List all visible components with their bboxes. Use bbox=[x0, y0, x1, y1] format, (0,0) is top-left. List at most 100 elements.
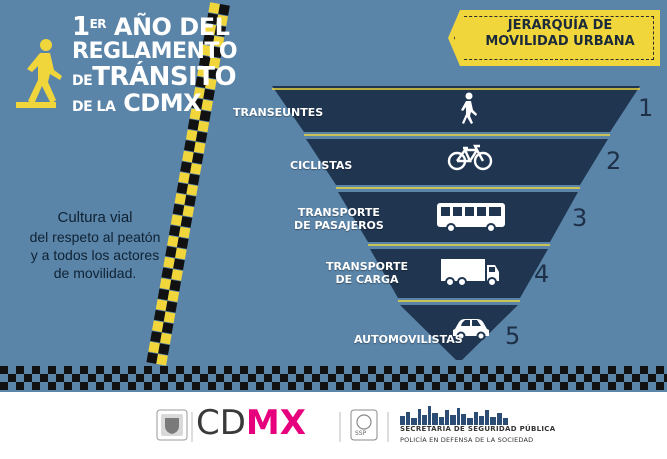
road-square bbox=[600, 374, 608, 382]
stripe-square bbox=[148, 341, 160, 354]
road-square bbox=[0, 366, 8, 374]
road-square bbox=[408, 374, 416, 382]
road-square bbox=[432, 366, 440, 374]
road-square bbox=[240, 366, 248, 374]
road-square bbox=[112, 382, 120, 390]
road-square bbox=[40, 374, 48, 382]
stripe-square bbox=[199, 55, 211, 67]
road-square bbox=[624, 382, 632, 390]
stripe-square bbox=[191, 152, 204, 165]
stripe-square bbox=[204, 23, 217, 36]
title-line3-prefix: DE bbox=[72, 73, 93, 89]
road-square bbox=[432, 382, 440, 390]
level-4-number: 4 bbox=[534, 260, 550, 288]
road-square bbox=[480, 366, 488, 374]
road-square bbox=[176, 382, 184, 390]
level-2-label: CICLISTAS bbox=[290, 159, 353, 172]
stripe-square bbox=[200, 44, 213, 57]
title-number: 1 bbox=[72, 12, 90, 42]
road-square bbox=[32, 366, 40, 374]
road-square bbox=[312, 374, 320, 382]
stripe-square bbox=[197, 65, 209, 78]
road-square bbox=[288, 382, 296, 390]
road-square bbox=[400, 366, 408, 374]
poster: 1ER AÑO DEL REGLAMENTO DETRÁNSITO DE LA … bbox=[0, 0, 667, 392]
stripe-square bbox=[163, 311, 176, 324]
road-square bbox=[448, 366, 456, 374]
road-square bbox=[504, 374, 512, 382]
road-square bbox=[416, 366, 424, 374]
road-square bbox=[256, 366, 264, 374]
road-square bbox=[384, 366, 392, 374]
road-square bbox=[448, 382, 456, 390]
poster-graphics bbox=[0, 2, 667, 390]
road-square bbox=[608, 366, 616, 374]
road-square bbox=[224, 366, 232, 374]
road-square bbox=[624, 366, 632, 374]
level-5-label: AUTOMOVILISTAS bbox=[354, 333, 463, 346]
stripe-square bbox=[180, 161, 192, 173]
stripe-square bbox=[174, 193, 187, 205]
road-square bbox=[584, 374, 592, 382]
road-square bbox=[512, 382, 520, 390]
stripe-square bbox=[156, 354, 168, 366]
title-line3: TRÁNSITO bbox=[92, 62, 237, 92]
road-square bbox=[592, 382, 600, 390]
culture-body-line3: de movilidad. bbox=[53, 264, 137, 281]
road-square bbox=[480, 382, 488, 390]
road-square bbox=[528, 382, 536, 390]
stripe-square bbox=[182, 205, 195, 218]
stripe-square bbox=[180, 216, 193, 228]
road-square bbox=[160, 382, 168, 390]
road-square bbox=[168, 374, 176, 382]
stripe-square bbox=[203, 88, 215, 101]
road-square bbox=[288, 366, 296, 374]
road-square bbox=[576, 366, 584, 374]
road-square bbox=[232, 374, 240, 382]
stripe-square bbox=[153, 309, 166, 322]
road-square bbox=[472, 374, 480, 382]
stripe-square bbox=[176, 237, 189, 249]
road-square bbox=[144, 366, 152, 374]
bicycle-icon bbox=[447, 144, 493, 171]
road-square bbox=[152, 374, 160, 382]
hierarchy-banner bbox=[448, 10, 660, 66]
walking-person-icon bbox=[16, 39, 62, 108]
road-square bbox=[280, 374, 288, 382]
road-square bbox=[368, 382, 376, 390]
road-square bbox=[16, 382, 24, 390]
road-square bbox=[176, 366, 184, 374]
road-square bbox=[352, 366, 360, 374]
level-5-number: 5 bbox=[505, 322, 521, 350]
stripe-square bbox=[167, 235, 179, 248]
stripe-square bbox=[214, 25, 227, 37]
stripe-square bbox=[210, 46, 223, 58]
title-line2: REGLAMENTO bbox=[72, 39, 238, 64]
hierarchy-banner-text: JERARQUÍA DE MOVILIDAD URBANA bbox=[485, 18, 635, 50]
road-square bbox=[24, 374, 32, 382]
road-square bbox=[608, 382, 616, 390]
stripe-square bbox=[190, 163, 202, 175]
footer: SSP bbox=[0, 392, 667, 459]
stripe-square bbox=[195, 76, 207, 89]
level-3-number: 3 bbox=[572, 204, 588, 232]
road-square bbox=[616, 374, 624, 382]
level-1-label: TRANSEUNTES bbox=[233, 106, 324, 119]
road-square bbox=[376, 374, 384, 382]
road-square bbox=[536, 374, 544, 382]
road-square bbox=[296, 374, 304, 382]
stripe-square bbox=[202, 34, 215, 46]
road-square bbox=[456, 374, 464, 382]
road-square bbox=[488, 374, 496, 382]
stripe-square bbox=[178, 171, 190, 184]
road-square bbox=[440, 374, 448, 382]
road-square bbox=[640, 366, 648, 374]
road-square bbox=[160, 366, 168, 374]
stripe-square bbox=[218, 3, 230, 16]
stripe-square bbox=[205, 78, 217, 90]
road-square bbox=[16, 366, 24, 374]
stripe-square bbox=[173, 258, 185, 271]
stripe-square bbox=[165, 246, 177, 258]
road-square bbox=[32, 382, 40, 390]
government-shield-icon bbox=[156, 409, 188, 441]
